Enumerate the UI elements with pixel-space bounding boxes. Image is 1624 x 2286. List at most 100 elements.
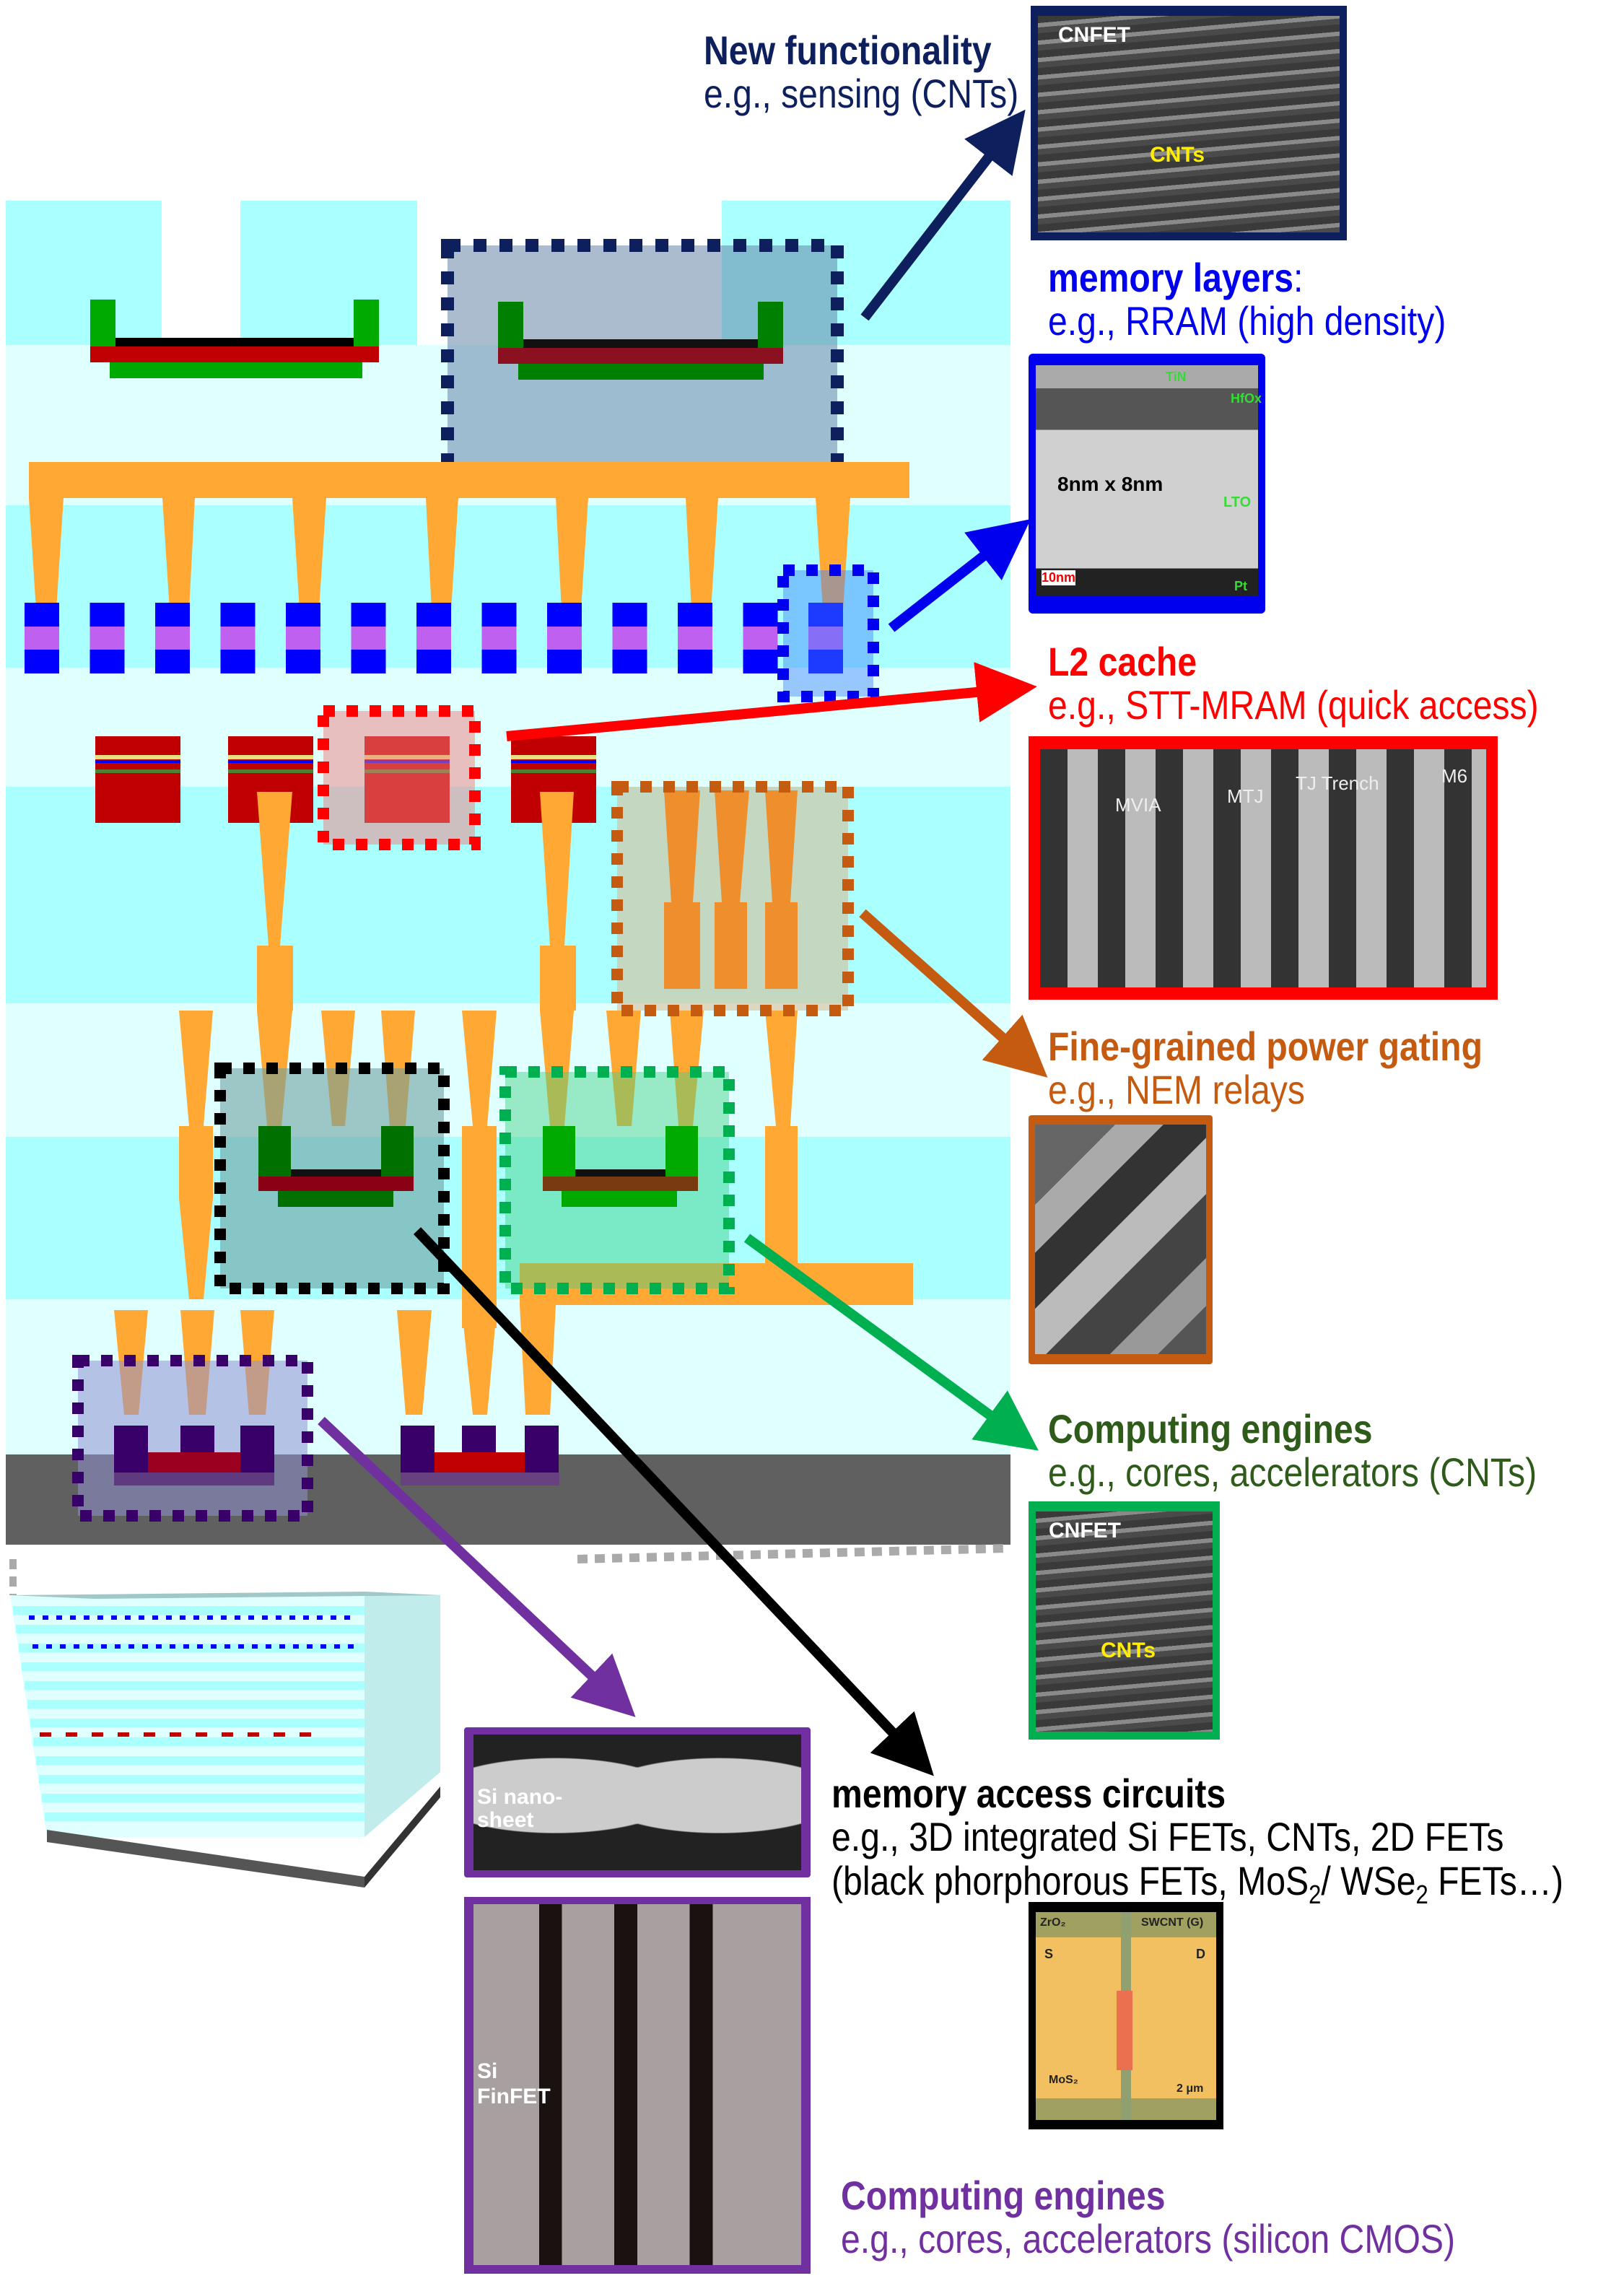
callout-subtitle: e.g., NEM relays bbox=[1048, 1067, 1305, 1113]
block-mram-dot bbox=[144, 1732, 155, 1737]
image-si-finfet: Si FinFET bbox=[464, 1897, 811, 2274]
callout-subtitle: e.g., cores, accelerators (CNTs) bbox=[1048, 1449, 1537, 1496]
callout-title: memory layers bbox=[1048, 255, 1294, 300]
callout-subtitle: e.g., sensing (CNTs) bbox=[704, 71, 1019, 117]
rram-cell bbox=[612, 603, 647, 673]
block-rram-dot bbox=[170, 1644, 175, 1649]
block-mram-dot bbox=[92, 1732, 103, 1737]
block-rram-dot bbox=[344, 1615, 350, 1620]
callout-memory-access: memory access circuits e.g., 3D integrat… bbox=[831, 1771, 1624, 1909]
callout-subtitle: e.g., STT-MRAM (quick access) bbox=[1048, 682, 1539, 728]
block-rram-dot bbox=[43, 1615, 48, 1620]
block-stripe bbox=[27, 1700, 364, 1709]
rram-cell bbox=[155, 603, 190, 673]
callout-subtitle: e.g., RRAM (high density) bbox=[1048, 298, 1446, 344]
block-rram-dot bbox=[46, 1644, 52, 1649]
image-label-m6: M6 bbox=[1441, 765, 1468, 787]
block-rram-dot bbox=[29, 1615, 35, 1620]
callout-subtitle: e.g., 3D integrated Si FETs, CNTs, 2D FE… bbox=[831, 1814, 1504, 1860]
block-rram-dot bbox=[152, 1615, 158, 1620]
image-label-cnts: CNTs bbox=[1101, 1639, 1156, 1662]
block-rram-dot bbox=[238, 1644, 244, 1649]
image-label-cnfet: CNFET bbox=[1049, 1519, 1121, 1543]
image-label-drain: D bbox=[1196, 1947, 1205, 1961]
image-si-nanosheet: Si nano- sheet bbox=[464, 1727, 811, 1877]
image-label-si: Si bbox=[477, 2059, 498, 2083]
block-rram-dot bbox=[266, 1644, 271, 1649]
block-stripe bbox=[22, 1662, 364, 1671]
block-rram-dot bbox=[56, 1615, 62, 1620]
block-rram-dot bbox=[156, 1644, 162, 1649]
image-memory-access-2d-fet: ZrO₂ SWCNT (G) S D MoS₂ 2 μm bbox=[1029, 1902, 1223, 2129]
block-rram-dot bbox=[166, 1615, 172, 1620]
block-rram-dot bbox=[125, 1615, 131, 1620]
callout-title: Computing engines bbox=[1048, 1406, 1373, 1452]
block-rram-dot bbox=[224, 1644, 230, 1649]
block-rram-dot bbox=[211, 1644, 217, 1649]
cnfet-device bbox=[90, 300, 379, 378]
callout-title: Fine-grained power gating bbox=[1048, 1024, 1483, 1069]
block-stripe bbox=[36, 1756, 364, 1765]
callout-memory-layers: memory layers: e.g., RRAM (high density) bbox=[1048, 256, 1511, 344]
image-computing-cnt-cnfet: CNFET CNTs bbox=[1029, 1501, 1220, 1740]
image-label-zro2: ZrO₂ bbox=[1040, 1916, 1066, 1929]
block-rram-dot bbox=[180, 1615, 185, 1620]
block-rram-dot bbox=[207, 1615, 213, 1620]
block-rram-dot bbox=[87, 1644, 93, 1649]
callout-computing-cnt: Computing engines e.g., cores, accelerat… bbox=[1048, 1406, 1616, 1496]
block-rram-dot bbox=[115, 1644, 121, 1649]
block-rram-dot bbox=[111, 1615, 117, 1620]
block-rram-dot bbox=[197, 1644, 203, 1649]
block-stripe bbox=[13, 1606, 364, 1615]
block-rram-dot bbox=[331, 1615, 336, 1620]
block-mram-dot bbox=[300, 1732, 311, 1737]
block-rram-dot bbox=[252, 1644, 258, 1649]
block-rram-dot bbox=[183, 1644, 189, 1649]
callout-title: New functionality bbox=[704, 27, 992, 73]
image-label-mtj: MTJ bbox=[1227, 785, 1264, 807]
highlight-computing-cnt bbox=[499, 1066, 735, 1294]
block-rram-dot bbox=[262, 1615, 268, 1620]
block-rram-dot bbox=[193, 1615, 199, 1620]
image-label-hfox: HfOx bbox=[1231, 391, 1262, 406]
rram-cell bbox=[808, 603, 843, 673]
block-mram-dot bbox=[66, 1732, 77, 1737]
block-rram-dot bbox=[235, 1615, 240, 1620]
block-rram-dot bbox=[307, 1644, 313, 1649]
image-label-pt: Pt bbox=[1234, 579, 1247, 593]
si-cmos-device bbox=[401, 1426, 559, 1486]
block-rram-dot bbox=[320, 1644, 326, 1649]
block-mram-dot bbox=[118, 1732, 129, 1737]
block-stripe bbox=[19, 1644, 364, 1652]
block-stripe bbox=[45, 1812, 364, 1821]
rram-cell bbox=[25, 603, 59, 673]
block-rram-dot bbox=[317, 1615, 323, 1620]
block-rram-dot bbox=[139, 1615, 144, 1620]
rram-cell bbox=[547, 603, 582, 673]
rram-cell bbox=[351, 603, 386, 673]
rram-cell bbox=[220, 603, 256, 673]
image-label-si-nanosheet: Si nano- bbox=[477, 1785, 563, 1809]
image-label-finfet: FinFET bbox=[477, 2085, 551, 2108]
block-rram-dot bbox=[60, 1644, 66, 1649]
mram-cell bbox=[228, 736, 313, 823]
block-mram-dot bbox=[248, 1732, 259, 1737]
rram-cell bbox=[286, 603, 320, 673]
block-stripe bbox=[39, 1775, 364, 1784]
block-rram-dot bbox=[128, 1644, 134, 1649]
block-rram-dot bbox=[289, 1615, 295, 1620]
image-label-scale-bar: 2 μm bbox=[1176, 2082, 1204, 2095]
rram-array bbox=[25, 603, 843, 673]
callout-subtitle: e.g., cores, accelerators (silicon CMOS) bbox=[841, 2216, 1456, 2262]
image-label-tin: TiN bbox=[1166, 370, 1187, 384]
block-rram-dot bbox=[70, 1615, 76, 1620]
highlight-memory-layers bbox=[777, 564, 879, 702]
callout-power-gating: Fine-grained power gating e.g., NEM rela… bbox=[1048, 1024, 1553, 1113]
rram-cell bbox=[678, 603, 712, 673]
highlight-l2-cache bbox=[318, 705, 481, 850]
image-label-source: S bbox=[1044, 1947, 1054, 1961]
rram-cell bbox=[416, 603, 451, 673]
highlight-computing-cmos bbox=[72, 1355, 313, 1522]
block-stripe bbox=[33, 1737, 364, 1746]
callout-title-colon: : bbox=[1293, 255, 1304, 300]
